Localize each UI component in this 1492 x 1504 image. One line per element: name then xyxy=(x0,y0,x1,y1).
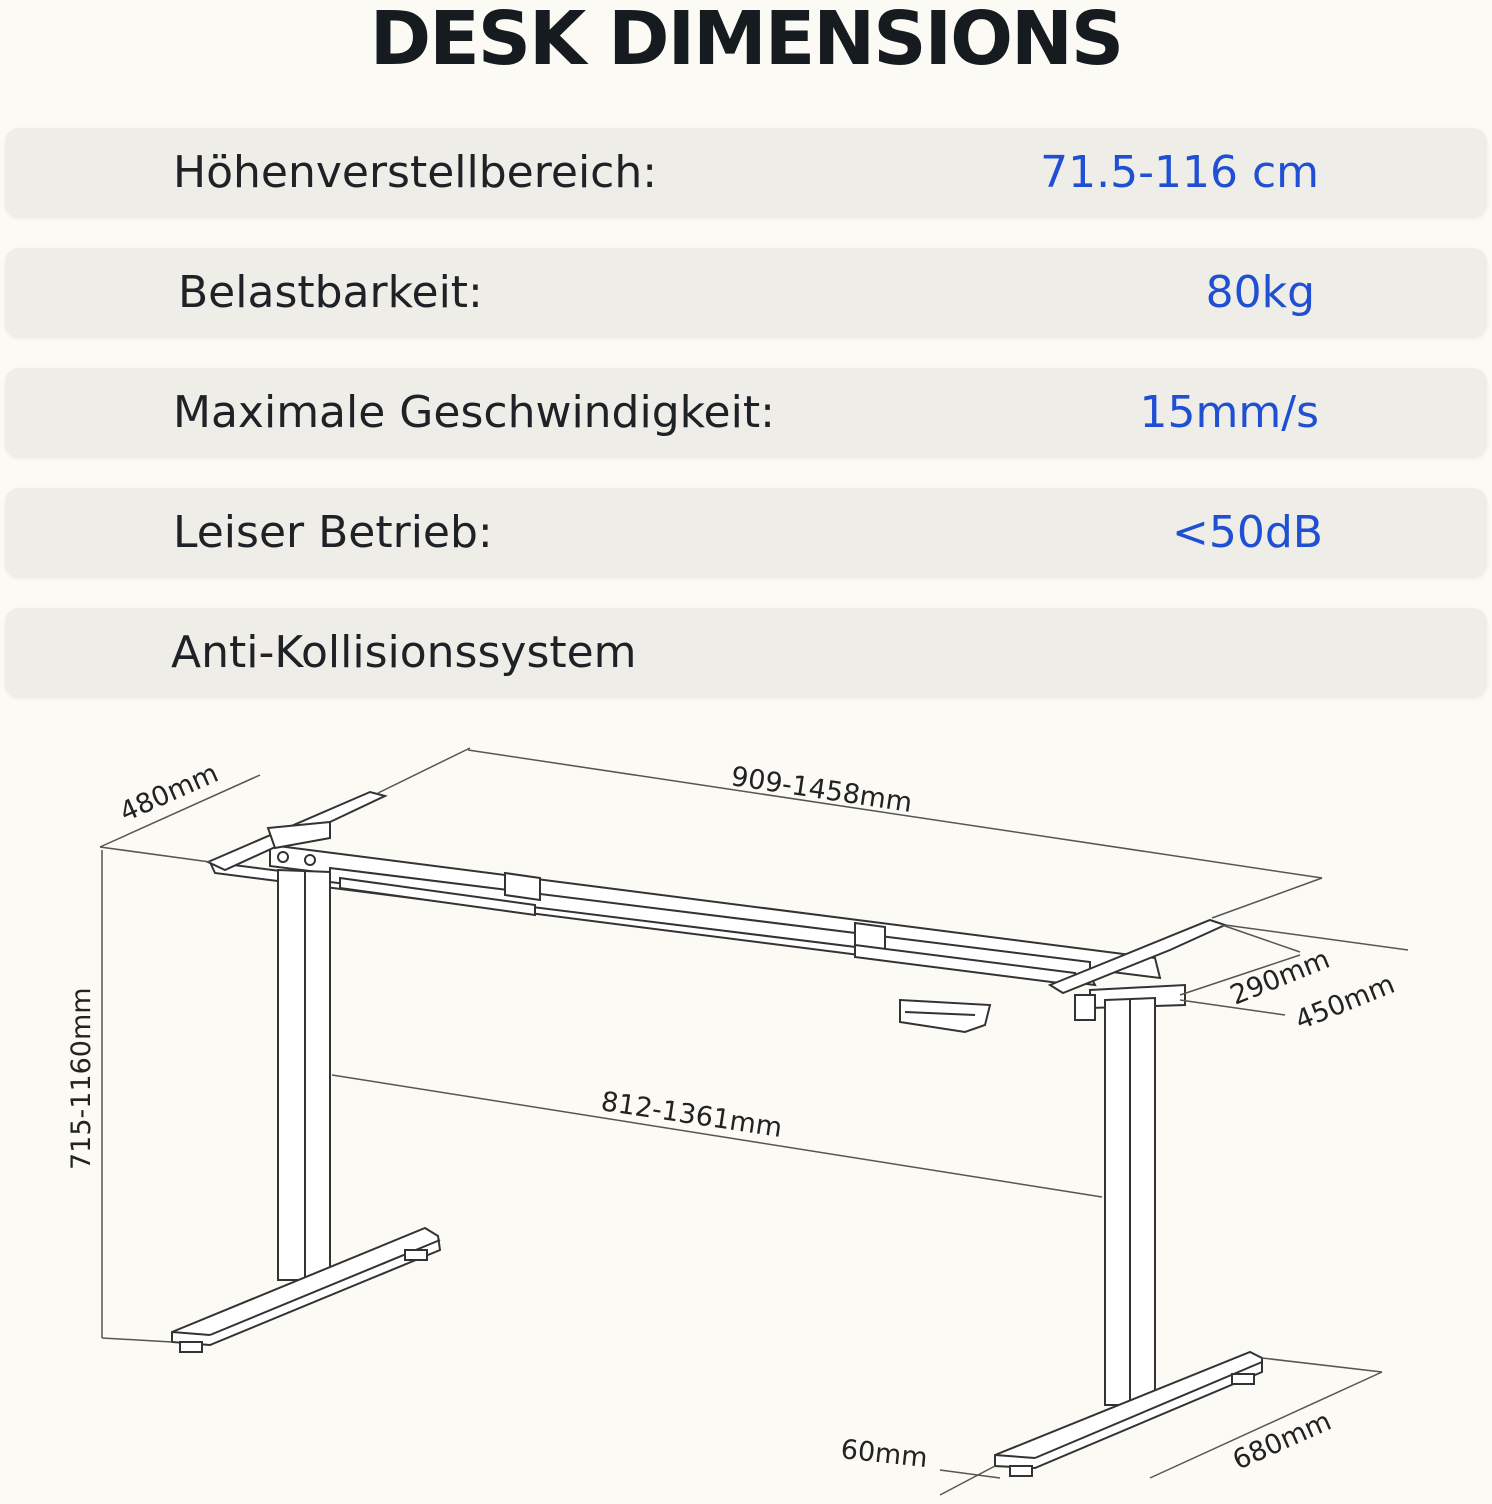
desk-frame-drawing: 909-1458mm 480mm 715-1160mm 812-1361mm 2… xyxy=(66,747,1409,1496)
spec-label: Höhenverstellbereich: xyxy=(173,147,658,198)
spec-value: <50dB xyxy=(1172,507,1323,558)
spec-value: 71.5-116 cm xyxy=(1040,147,1319,198)
spec-label: Leiser Betrieb: xyxy=(173,507,493,558)
page-title: DESK DIMENSIONS xyxy=(369,0,1124,82)
right-top-bracket xyxy=(1047,918,1228,995)
spec-label: Anti-Kollisionssystem xyxy=(171,627,637,678)
spec-row-height-range: Höhenverstellbereich: 71.5-116 cm xyxy=(5,128,1487,218)
dim-frame-width: 909-1458mm xyxy=(729,761,914,819)
spec-label: Maximale Geschwindigkeit: xyxy=(173,387,775,438)
spec-row-noise: Leiser Betrieb: <50dB xyxy=(5,488,1487,578)
spec-row-load-capacity: Belastbarkeit: 80kg xyxy=(5,248,1487,338)
spec-value: 15mm/s xyxy=(1139,387,1319,438)
spec-value: 80kg xyxy=(1205,267,1315,318)
dim-foot-width: 60mm xyxy=(839,1434,929,1474)
spec-row-anti-collision: Anti-Kollisionssystem xyxy=(5,608,1487,698)
control-panel xyxy=(899,998,992,1034)
spec-row-max-speed: Maximale Geschwindigkeit: 15mm/s xyxy=(5,368,1487,458)
dim-inner-width: 812-1361mm xyxy=(599,1086,784,1144)
spec-label: Belastbarkeit: xyxy=(178,267,483,318)
desk-frame-diagram: 909-1458mm 480mm 715-1160mm 812-1361mm 2… xyxy=(0,720,1492,1500)
dim-height: 715-1160mm xyxy=(66,987,97,1170)
dim-top-depth: 480mm xyxy=(115,758,223,829)
dim-foot-length: 680mm xyxy=(1228,1406,1336,1477)
